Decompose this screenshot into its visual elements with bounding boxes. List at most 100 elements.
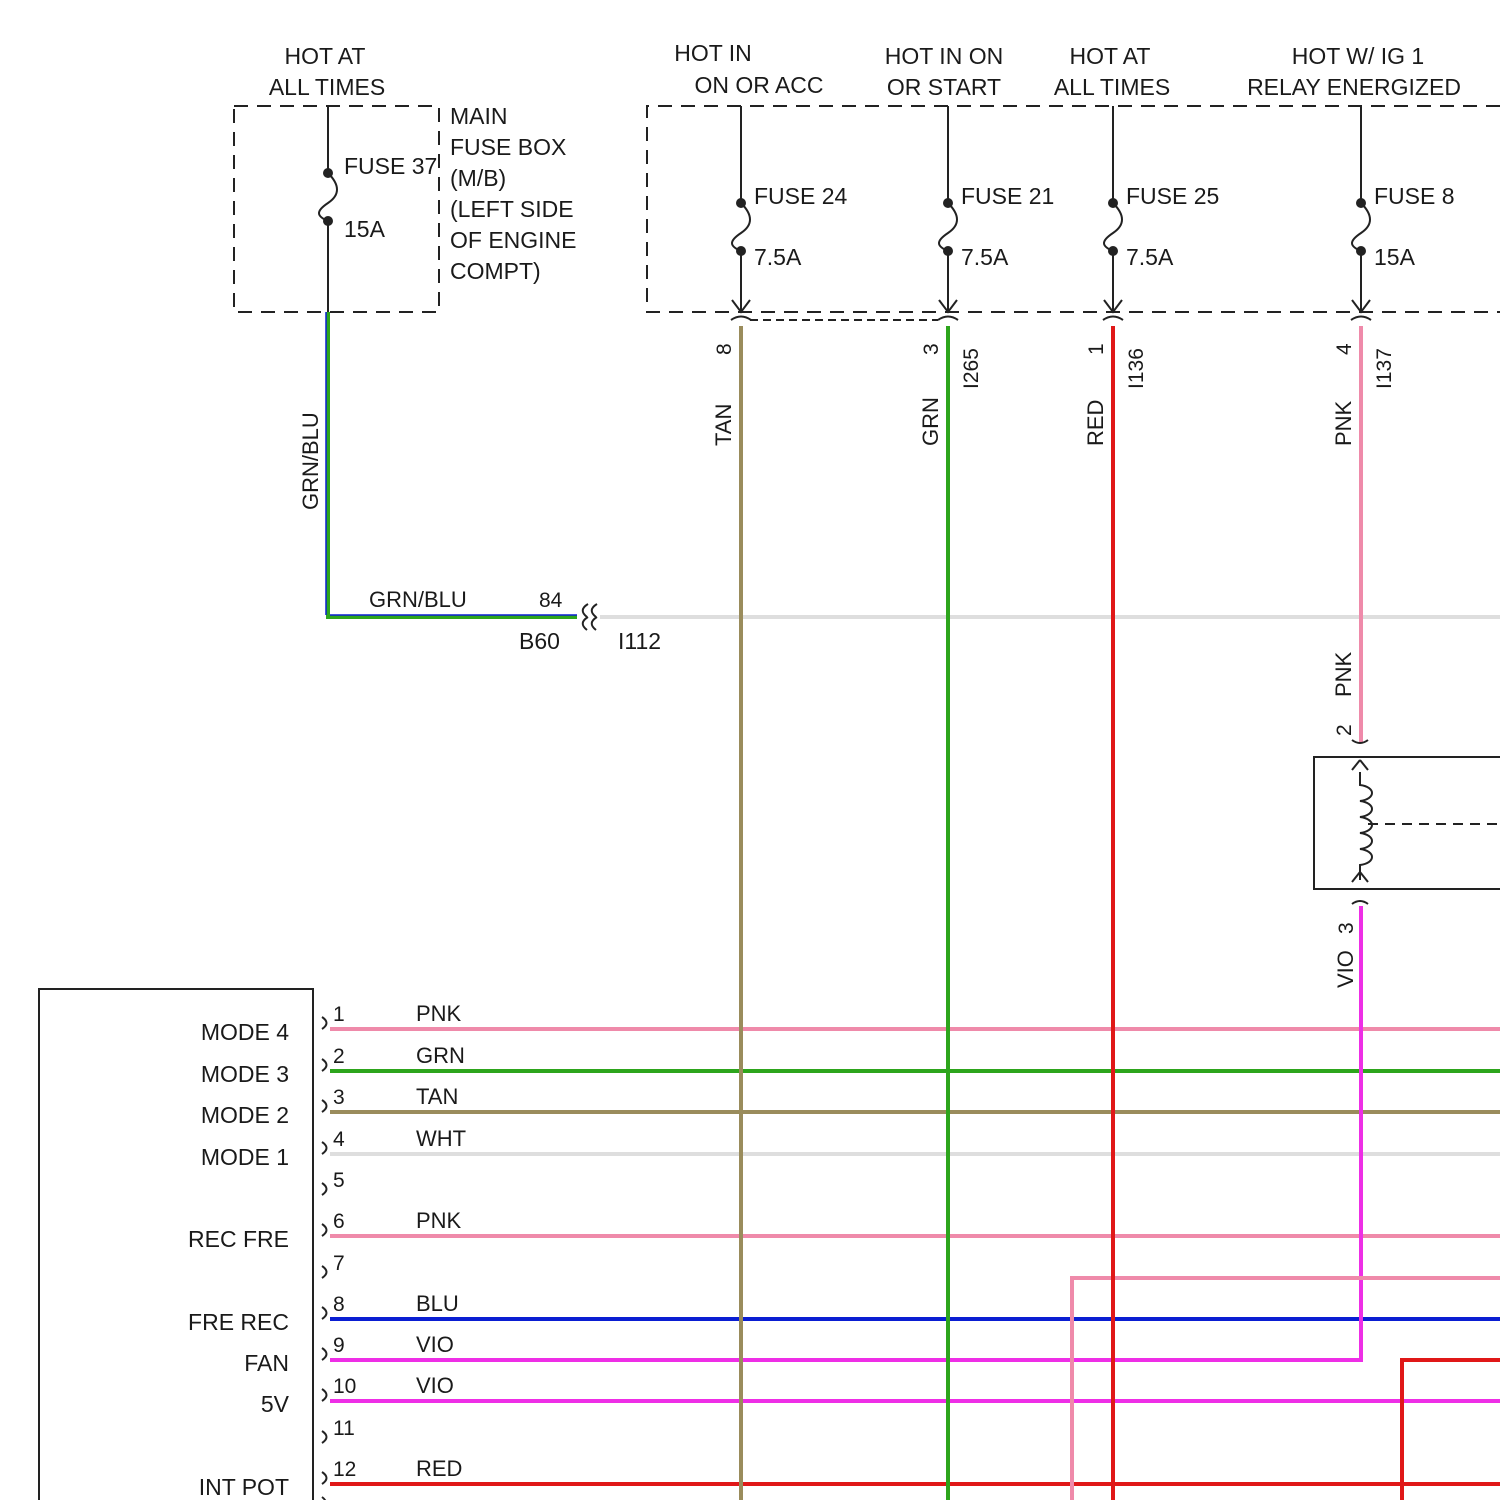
connector-i112-right-icon [592,604,597,630]
pin-connector-icon [322,1348,327,1360]
fuse-column-2-supply-line2: OR START [887,74,1001,100]
fuse-column-4-connector-label: I137 [1373,348,1396,389]
connector-icon [938,317,958,321]
main-wire-horizontal-label: GRN/BLU [369,587,467,612]
main-fuse-box-name-2: FUSE BOX [450,134,566,160]
fuse-column-1-wire-label: TAN [711,404,736,446]
fuse-column-3-supply-line1: HOT AT [1070,43,1151,69]
main-fuse-box-name-6: COMPT) [450,258,541,284]
main-fuse-box-outline [234,106,439,312]
module-pin-wire-label: PNK [416,1001,462,1026]
fuse-icon [1104,203,1122,251]
connector-icon [731,317,751,321]
pin-connector-icon [322,1017,327,1029]
module-pin-name: 5V [261,1391,290,1417]
connector-i112-label: I112 [618,628,661,654]
pin-connector-icon [322,1266,327,1278]
module-pin-11: 11 [322,1417,355,1443]
fuse-column-1-supply-line1: HOT IN [674,40,752,66]
relay-out-pin-label: 3 [1335,922,1358,934]
connector-icon [1103,317,1123,321]
relay-in-pin-label: 2 [1333,724,1356,736]
module-pin-name: FAN [244,1350,289,1376]
module-pin-name: INT POT [199,1474,289,1500]
module-pin-wire-label: TAN [416,1084,458,1109]
pin-connector-icon [322,1224,327,1236]
relay-coil-icon [1360,772,1372,880]
fuse-column-3-fuse-name: FUSE 25 [1126,183,1219,209]
relay-out-connector-icon [1352,901,1368,904]
pin-connector-icon [322,1100,327,1112]
module-pin-wire-label: RED [416,1456,462,1481]
wire-red-route [1402,1360,1500,1500]
module-pin-name: MODE 4 [201,1019,289,1045]
fuse-column-4-wire-label: PNK [1331,400,1356,446]
module-pin-number: 12 [333,1458,356,1481]
main-supply-label-line2: ALL TIMES [269,74,385,100]
dash-fuse-box-outline [647,106,1500,312]
module-pin-number: 7 [333,1252,345,1275]
wire-pink-route [1072,1278,1500,1500]
pin-connector-icon [322,1307,327,1319]
relay-in-wire-label: PNK [1331,651,1356,697]
fuse-column-2: HOT IN ONOR STARTFUSE 217.5A3GRNI265 [885,43,1055,446]
module-pin-number: 2 [333,1045,345,1068]
main-fuse-box-name-5: OF ENGINE [450,227,577,253]
fuse-column-3: HOT ATALL TIMESFUSE 257.5A1REDI136 [1054,43,1219,446]
fuse-column-3-connector-label: I136 [1125,348,1148,389]
fuse-icon [1352,203,1370,251]
wire-pin-9-vio [330,906,1361,1360]
module-pin-number: 3 [333,1086,345,1109]
module-pin-name: REC FRE [188,1226,289,1252]
fuse-37-element-icon [319,173,337,221]
module-pin-12: 12INT POT RED [199,1456,463,1500]
module-pin-wire-label: VIO [416,1332,454,1357]
fuse-column-4-fuse-name: FUSE 8 [1374,183,1455,209]
connector-b60-pin: 84 [539,589,563,612]
fuse-icon [732,203,750,251]
connector-b60-left-icon [583,604,588,630]
module-pin-number: 10 [333,1375,356,1398]
module-pin-wire-label: GRN [416,1043,465,1068]
module-pin-name: MODE 1 [201,1144,289,1170]
module-pin-number: 9 [333,1334,345,1357]
fuse-column-2-wire-label: GRN [918,397,943,446]
pin-connector-icon [322,1059,327,1071]
module-pin-number: 8 [333,1293,345,1316]
module-pin-wire-label: WHT [416,1126,466,1151]
fuse-column-3-pin: 1 [1085,343,1108,355]
pin-connector-icon [322,1389,327,1401]
module-pin-name: FRE REC [188,1309,289,1335]
module-pin-name: MODE 3 [201,1061,289,1087]
fuse-column-2-pin: 3 [920,343,943,355]
module-pin-number: 11 [333,1417,355,1440]
fuse-37-name: FUSE 37 [344,153,437,179]
connector-icon [1351,317,1371,321]
main-fuse-box-name-3: (M/B) [450,165,506,191]
fuse-column-3-fuse-rating: 7.5A [1126,244,1174,270]
fuse-37-rating: 15A [344,216,386,242]
pin-connector-icon [322,1183,327,1195]
module-pin-name: MODE 2 [201,1102,289,1128]
relay-in-arrow-icon [1352,760,1368,770]
module-pin-number: 6 [333,1210,345,1233]
module-pin-number: 1 [333,1003,345,1026]
relay: PNK 2 VIO 3 [1314,651,1500,988]
wire-grn-blu-main [328,312,577,617]
fuse-column-1-fuse-name: FUSE 24 [754,183,848,209]
module-pin-wire-label: PNK [416,1208,462,1233]
module-pin-4: 4MODE 1WHT [201,1126,466,1170]
fuse-column-1-pin: 8 [713,343,736,355]
pin-connector-icon [322,1431,327,1443]
